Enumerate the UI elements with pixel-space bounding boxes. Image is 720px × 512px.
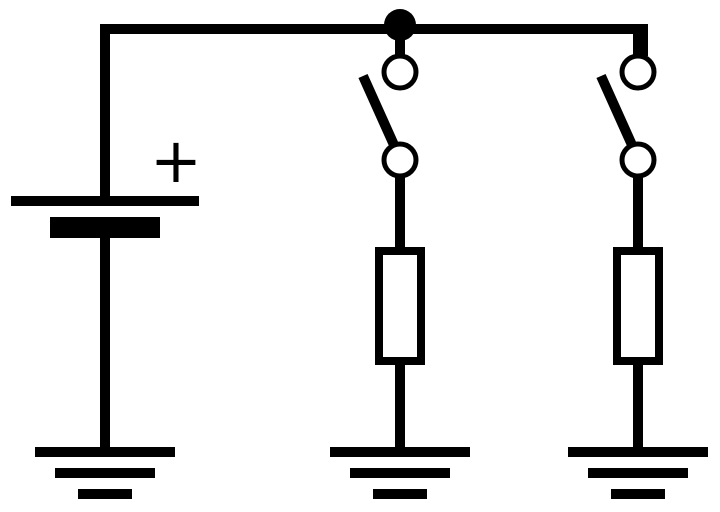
switch-contact-top: [381, 53, 419, 91]
branch-2: [568, 29, 708, 499]
resistor: [613, 247, 663, 365]
junction-dot: [384, 9, 416, 41]
ground-symbol: [330, 447, 470, 499]
switch-lever: [596, 73, 637, 148]
battery-plus-label: +: [150, 124, 202, 197]
battery: +: [11, 124, 202, 452]
branch-1: [330, 29, 470, 499]
switch-contact-bottom: [619, 141, 657, 179]
resistor: [375, 247, 425, 365]
battery-negative-plate: [50, 217, 160, 238]
switch-contact-top: [619, 53, 657, 91]
ground-symbol: [35, 447, 175, 499]
battery-positive-plate: [11, 196, 199, 206]
switch-lever: [358, 73, 399, 148]
ground-symbol: [568, 447, 708, 499]
switch-contact-bottom: [381, 141, 419, 179]
